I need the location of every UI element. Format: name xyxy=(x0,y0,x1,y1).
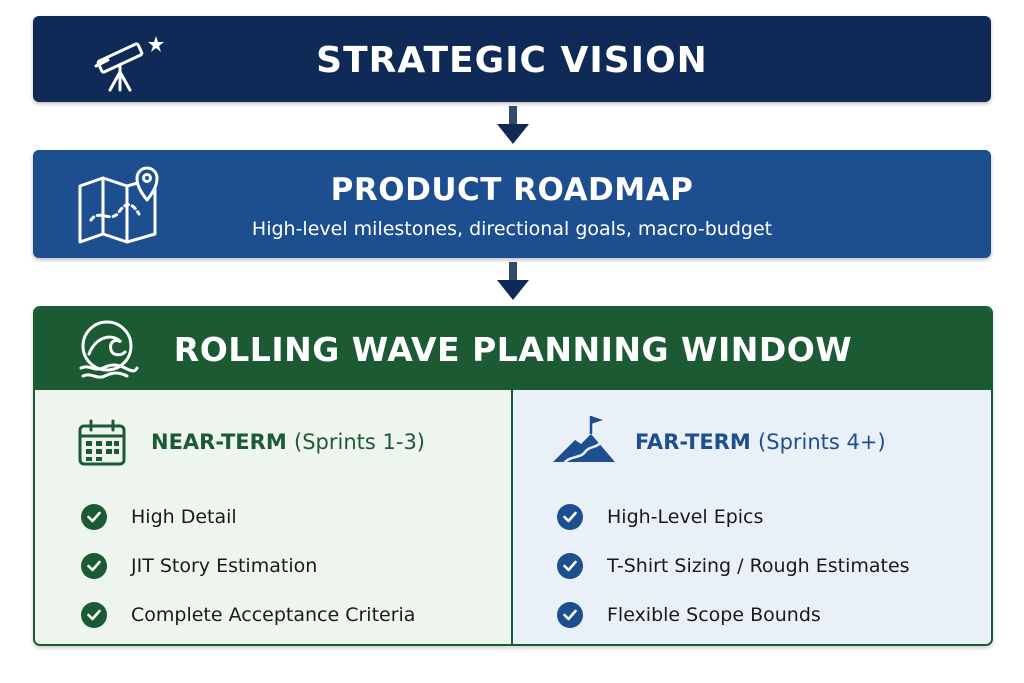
product-roadmap-bar: PRODUCT ROADMAP High-level milestones, d… xyxy=(33,150,991,258)
check-icon xyxy=(557,504,583,530)
far-term-sprints: (Sprints 4+) xyxy=(758,430,886,454)
rolling-wave-title: ROLLING WAVE PLANNING WINDOW xyxy=(173,330,853,369)
list-item: T-Shirt Sizing / Rough Estimates xyxy=(557,551,910,581)
list-item: JIT Story Estimation xyxy=(81,551,317,581)
map-pin-icon xyxy=(75,164,165,248)
list-item-label: T-Shirt Sizing / Rough Estimates xyxy=(607,555,910,577)
list-item-label: Flexible Scope Bounds xyxy=(607,604,821,626)
product-roadmap-subtitle: High-level milestones, directional goals… xyxy=(251,218,773,240)
strategic-vision-bar: STRATEGIC VISION xyxy=(33,16,991,102)
check-icon xyxy=(557,553,583,579)
near-term-heading: NEAR-TERM (Sprints 1-3) xyxy=(151,430,425,454)
near-term-column: NEAR-TERM (Sprints 1-3) High Detail JIT … xyxy=(35,390,513,644)
check-icon xyxy=(81,553,107,579)
calendar-icon xyxy=(77,418,127,472)
list-item-label: High Detail xyxy=(131,506,237,528)
list-item-label: Complete Acceptance Criteria xyxy=(131,604,416,626)
down-arrow-icon xyxy=(497,262,529,302)
wave-icon xyxy=(75,318,139,386)
list-item: Flexible Scope Bounds xyxy=(557,600,821,630)
list-item: High-Level Epics xyxy=(557,502,763,532)
strategic-vision-title: STRATEGIC VISION xyxy=(316,40,708,81)
product-roadmap-title: PRODUCT ROADMAP xyxy=(330,172,694,208)
far-term-column: FAR-TERM (Sprints 4+) High-Level Epics T… xyxy=(513,390,991,644)
mountain-flag-icon xyxy=(551,412,617,468)
rolling-wave-header: ROLLING WAVE PLANNING WINDOW xyxy=(35,308,991,390)
down-arrow-icon xyxy=(497,106,529,146)
telescope-icon xyxy=(88,30,168,96)
rolling-wave-window: ROLLING WAVE PLANNING WINDOW xyxy=(33,306,993,646)
list-item: Complete Acceptance Criteria xyxy=(81,600,415,630)
list-item: High Detail xyxy=(81,502,237,532)
far-term-label: FAR-TERM xyxy=(635,430,751,454)
list-item-label: High-Level Epics xyxy=(607,506,764,528)
near-term-label: NEAR-TERM xyxy=(151,430,287,454)
list-item-label: JIT Story Estimation xyxy=(131,555,318,577)
far-term-heading: FAR-TERM (Sprints 4+) xyxy=(635,430,886,454)
check-icon xyxy=(81,504,107,530)
check-icon xyxy=(81,602,107,628)
near-term-sprints: (Sprints 1-3) xyxy=(294,430,426,454)
check-icon xyxy=(557,602,583,628)
